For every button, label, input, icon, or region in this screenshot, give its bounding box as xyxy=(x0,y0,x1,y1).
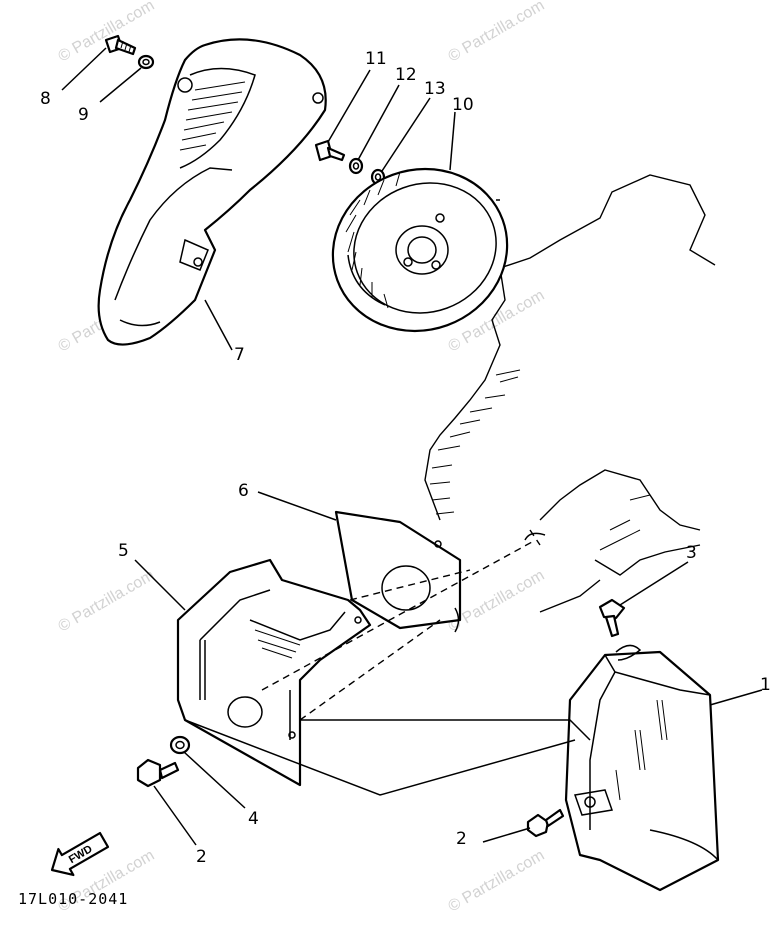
callout-4: 4 xyxy=(248,809,259,829)
bolt-2-right xyxy=(526,808,565,838)
callout-12: 12 xyxy=(395,65,417,85)
bolt-2-left xyxy=(136,758,180,788)
bolt-11 xyxy=(314,139,346,162)
callout-9: 9 xyxy=(78,105,89,125)
callout-7: 7 xyxy=(234,345,245,365)
muffler-1 xyxy=(564,644,720,892)
callouts: 8 9 11 12 13 10 7 6 5 3 1 2 4 2 xyxy=(40,49,771,867)
leader-lines xyxy=(61,47,763,846)
callout-1: 1 xyxy=(760,675,771,695)
callout-2: 2 xyxy=(456,829,467,849)
callout-2: 2 xyxy=(196,847,207,867)
shroud-cover xyxy=(97,38,327,346)
watermark: © Partzilla.com xyxy=(446,0,548,65)
diagram-code: 17L010-2041 xyxy=(18,890,128,908)
callout-13: 13 xyxy=(424,79,446,99)
watermark: © Partzilla.com xyxy=(446,847,548,916)
callout-5: 5 xyxy=(118,541,129,561)
washer-12 xyxy=(348,157,364,175)
washer-4 xyxy=(169,735,191,755)
callout-10: 10 xyxy=(452,95,474,115)
bolt-8 xyxy=(104,34,137,56)
flywheel xyxy=(331,167,509,333)
callout-3: 3 xyxy=(686,543,697,563)
bolt-3 xyxy=(598,598,626,638)
callout-6: 6 xyxy=(238,481,249,501)
watermark: © Partzilla.com xyxy=(56,0,158,65)
callout-8: 8 xyxy=(40,89,51,109)
washer-9 xyxy=(137,54,155,70)
bracket-5 xyxy=(176,558,372,787)
callout-11: 11 xyxy=(365,49,387,69)
assembly-lines xyxy=(184,532,591,796)
fwd-arrow: FWD xyxy=(50,831,110,877)
watermark: © Partzilla.com xyxy=(56,567,158,636)
